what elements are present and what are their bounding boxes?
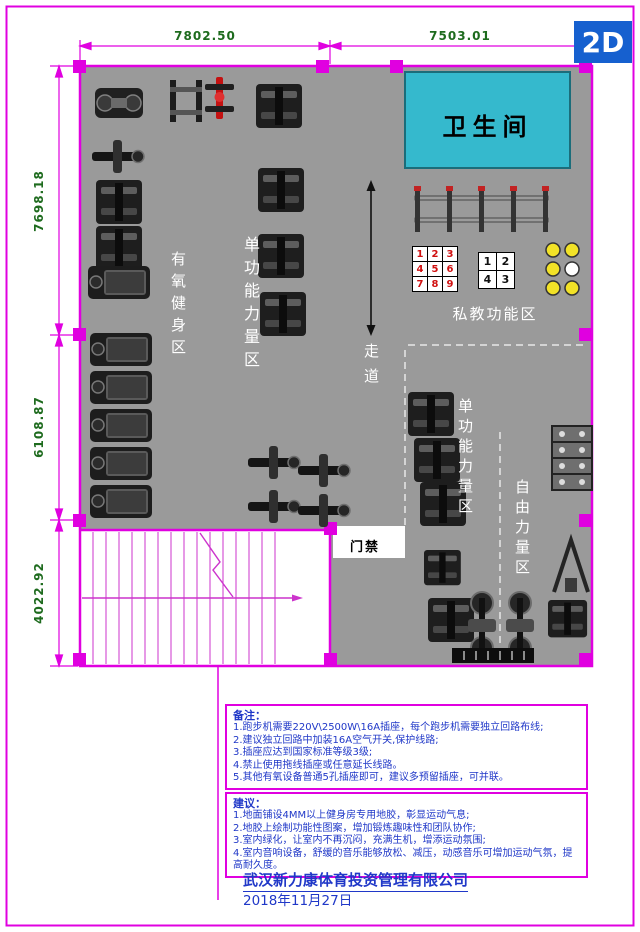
strength-machine-icon [428,598,474,642]
notes-title: 备注： [233,709,266,722]
number-grid-2x2: 1 2 4 3 [478,252,515,289]
staircase [82,532,303,664]
dimension-lines [50,40,592,668]
exercise-machine-icon [94,87,144,119]
bathroom-room [404,71,571,169]
keypad-cell: 6 [443,262,457,276]
zone-label-private: 私教功能区 [452,305,538,323]
dimension-top-right: 7503.01 [429,29,491,43]
strength-machine-icon [408,392,454,436]
keypad-cell: 5 [428,262,442,276]
note-line: 5.其他有氧设备普通5孔插座即可，建议多预留插座，可并联。 [233,772,509,783]
door-access-label: 门禁 [350,540,381,555]
keypad-cell: 8 [428,277,442,291]
keypad-cell: 1 [479,253,496,270]
treadmill-icon [89,484,153,519]
treadmill-icon [89,408,153,443]
plate-rack-icon [451,647,535,664]
zone-label-free-weight: 自由力量区 [513,478,531,579]
zone-label-bathroom: 卫生间 [442,112,533,141]
keypad-cell: 7 [413,277,427,291]
number-grid-3x3: 1 2 3 4 5 6 7 8 9 [412,246,458,292]
suggestion-line: 2.地胶上绘制功能性图案，增加锻炼趣味性和团队协作; [233,822,476,834]
dimension-top-left: 7802.50 [174,29,236,43]
keypad-cell: 4 [479,271,496,288]
strength-machine-icon [96,180,142,224]
strength-machine-icon [424,550,461,586]
keypad-cell: 1 [413,247,427,261]
zone-dividers [404,344,588,662]
suggestion-line: 3.室内绿化，让室内不再沉闷，充满生机，增添运动氛围; [233,835,486,846]
dumbbell-rack-icon [551,425,593,491]
suggestions-title: 建议： [233,797,266,810]
dimension-left-upper: 7698.18 [32,170,46,232]
suggestion-line: 4.室内音响设备，舒缓的音乐能够放松、减压，动感音乐可增加运动气氛，提高耐久度。 [233,847,573,872]
note-line: 1.跑步机需要220V\2500W\16A插座，每个跑步机需要独立回路布线; [233,722,544,733]
keypad-cell: 3 [497,271,514,288]
notes-box: 备注： 1.跑步机需要220V\2500W\16A插座，每个跑步机需要独立回路布… [225,704,588,790]
keypad-cell: 9 [443,277,457,291]
strength-machine-icon [548,600,588,638]
strength-machine-icon [258,234,304,278]
strength-machine-icon [258,168,304,212]
keypad-cell: 2 [497,253,514,270]
view-2d-badge[interactable]: 2D [574,21,632,63]
suggestion-line: 1.地面铺设4MM以上健身房专用地胶，彰显运动气息; [233,810,470,821]
company-name: 武汉新力康体育投资管理有限公司 [243,869,469,892]
corridor-arrow-icon [366,180,376,336]
strength-machine-icon [256,84,302,128]
zone-label-corridor: 走道 [362,343,380,393]
treadmill-icon [89,332,153,367]
plan-date: 2018年11月27日 [243,893,353,909]
zone-label-strength-right: 单功能力量区 [456,398,474,518]
treadmill-icon [87,265,151,300]
zone-label-aerobic: 有氧健身区 [169,251,187,361]
note-line: 3.插座应达到国家标准等级3级; [233,747,373,758]
training-rack-icon [414,186,549,232]
dimension-left-lower: 4022.92 [32,562,46,624]
strength-machine-icon [414,438,460,482]
strength-machine-icon [260,292,306,336]
note-line: 4.禁止使用拖线插座或任意延长线路。 [233,759,403,771]
keypad-cell: 2 [428,247,442,261]
strength-machine-icon [96,226,142,270]
page-border [5,5,635,927]
door-opening [333,526,405,558]
training-spots-icon [545,242,580,296]
keypad-cell: 3 [443,247,457,261]
treadmill-icon [89,446,153,481]
note-line: 2.建议独立回路中加装16A空气开关,保护线路; [233,734,439,746]
suggestions-box: 建议： 1.地面铺设4MM以上健身房专用地胶，彰显运动气息; 2.地胶上绘制功能… [225,792,588,878]
keypad-cell: 4 [413,262,427,276]
dimension-left-middle: 6108.87 [32,396,46,458]
treadmill-icon [89,370,153,405]
zone-label-strength-mid: 单功能力量区 [241,236,260,374]
